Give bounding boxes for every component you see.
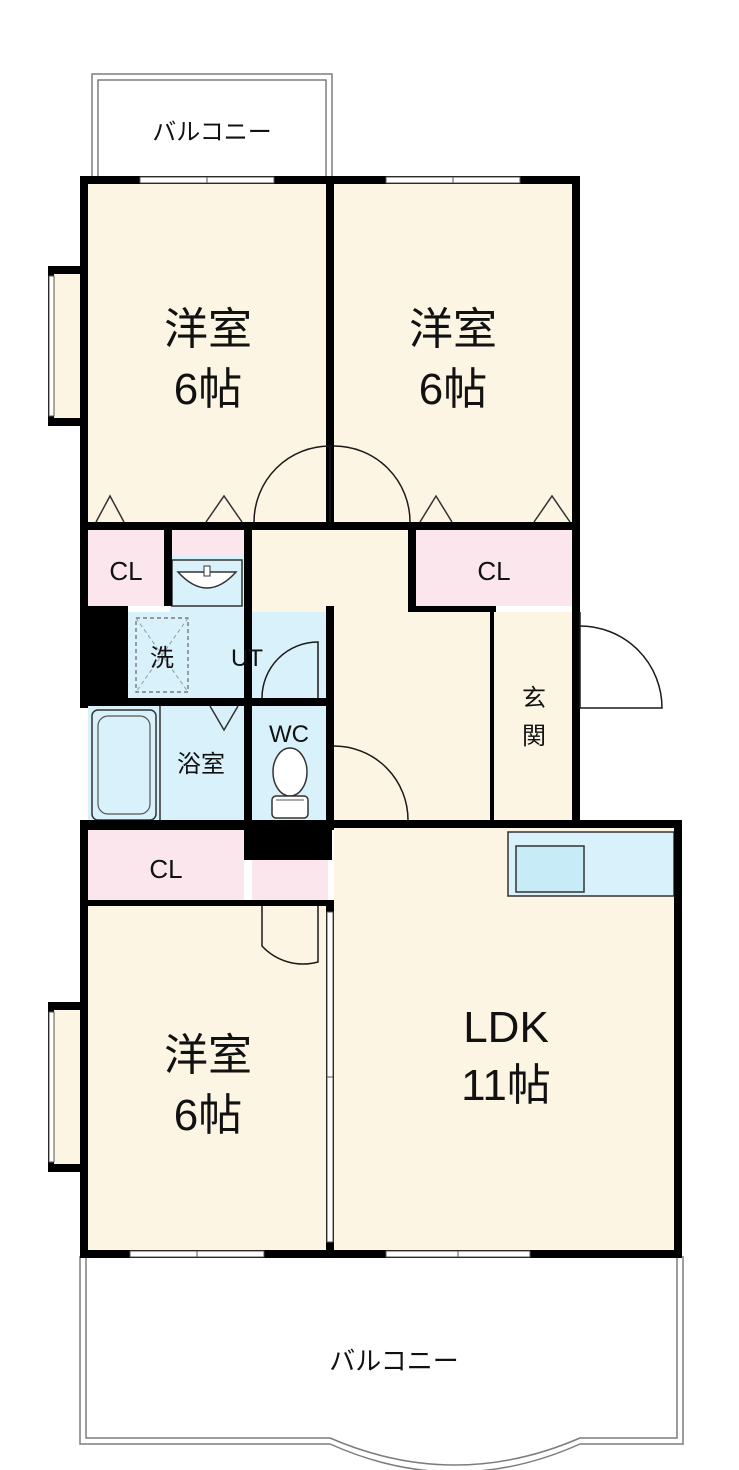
bathtub-icon xyxy=(91,706,161,824)
room-ldk-name: LDK xyxy=(463,1003,549,1052)
room-bottom-left-name: 洋室 xyxy=(164,1031,252,1080)
closet-fills xyxy=(88,530,572,906)
room-top-right-size: 6帖 xyxy=(419,365,487,414)
windows xyxy=(48,176,531,1258)
door-swings xyxy=(253,445,663,965)
wc-label: WC xyxy=(269,721,309,748)
washer-icon xyxy=(135,617,189,693)
ut-label: UT xyxy=(231,645,263,672)
room-ldk-size: 11帖 xyxy=(461,1061,551,1110)
room-top-left-name: 洋室 xyxy=(164,305,252,354)
room-bottom-left-size: 6帖 xyxy=(174,1091,242,1140)
balcony-bottom xyxy=(79,1256,684,1470)
washer-label: 洗 xyxy=(150,645,174,672)
balcony-bottom-label: バルコニー xyxy=(329,1346,458,1376)
bath-label: 浴室 xyxy=(177,751,225,778)
closet-door-marks xyxy=(95,494,571,732)
balcony-top-label: バルコニー xyxy=(152,119,272,146)
closet-bottom-left-label: CL xyxy=(149,854,182,884)
toilet-icon xyxy=(271,747,309,819)
kitchen-counter-icon xyxy=(507,831,675,897)
entrance-label-1: 玄 xyxy=(522,685,546,712)
closet-top-right-label: CL xyxy=(477,556,510,586)
closet-top-left-label: CL xyxy=(109,556,142,586)
room-top-left-size: 6帖 xyxy=(174,365,242,414)
room-top-right-name: 洋室 xyxy=(409,305,497,354)
entrance-label-2: 関 xyxy=(522,723,546,750)
washbasin-icon xyxy=(171,559,243,607)
